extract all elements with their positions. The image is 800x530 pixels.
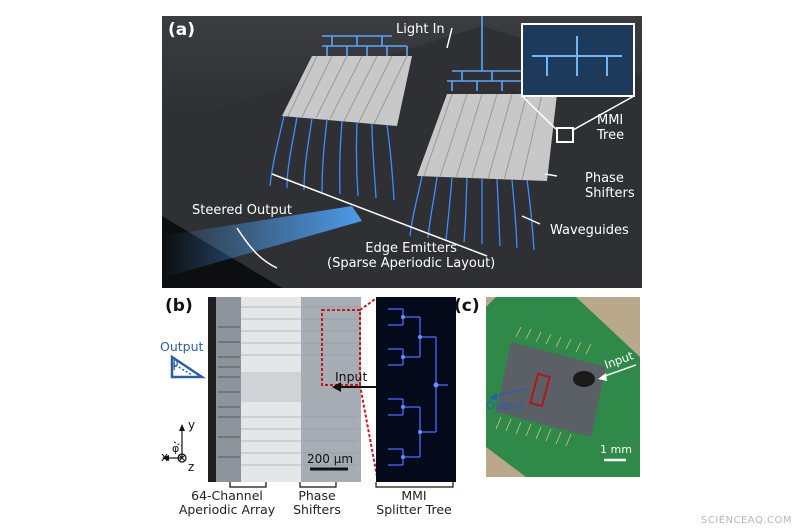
edge-emitter-bracket — [271, 173, 488, 257]
caption-brackets — [229, 482, 454, 488]
chip-highlight-box — [529, 372, 551, 408]
chip-die — [496, 342, 606, 437]
photo-panel-c: Input Output 1 mm — [486, 297, 640, 477]
axis-y-label: y — [188, 418, 196, 432]
axis-phi-label: φ — [172, 442, 180, 455]
output-label-c: Output — [486, 399, 525, 412]
input-label-b: Input — [335, 369, 368, 384]
panel-c-label: (c) — [454, 296, 480, 316]
axes-icon — [162, 424, 187, 463]
edge-emitters-label: Edge Emitters(Sparse Aperiodic Layout) — [327, 241, 496, 271]
input-arrow-c — [601, 364, 637, 378]
axis-z-label: z — [188, 460, 195, 474]
light-in-label: Light In — [396, 22, 445, 37]
waveguides-label: Waveguides — [550, 223, 629, 238]
steered-output-label: Steered Output — [192, 203, 292, 218]
panel-b-label: (b) — [165, 296, 193, 316]
mmi-tree-right — [447, 16, 557, 91]
packaged-chip-photo — [486, 297, 640, 477]
scale-label-b: 200 µm — [307, 452, 354, 466]
waveguides-left — [269, 115, 395, 201]
waveguides-right — [409, 175, 535, 251]
steered-beam — [162, 206, 362, 278]
watermark-text: SCIENCEAQ.COM — [700, 515, 792, 526]
output-arrow-c — [491, 388, 527, 398]
phi-label-b: φ — [170, 356, 179, 371]
chip-micrograph — [208, 296, 456, 483]
inset-source-box — [556, 127, 574, 143]
arrow-light-in — [446, 27, 453, 49]
phase-shifters-left — [282, 56, 412, 126]
scale-label-c: 1 mm — [600, 443, 632, 456]
micrograph-panel-b: Input 200 µm — [208, 296, 456, 483]
phase-shifters-right — [417, 94, 557, 181]
panel-a-label: (a) — [168, 20, 196, 40]
output-label-b: Output — [160, 339, 204, 354]
output-angle-icon — [170, 354, 207, 379]
chip-render-illustration — [162, 16, 642, 288]
axis-x-label: x — [161, 450, 169, 464]
mmi-tree-left — [322, 35, 408, 56]
arrow-steer — [236, 227, 278, 269]
mmi-splitter-image — [376, 297, 456, 482]
